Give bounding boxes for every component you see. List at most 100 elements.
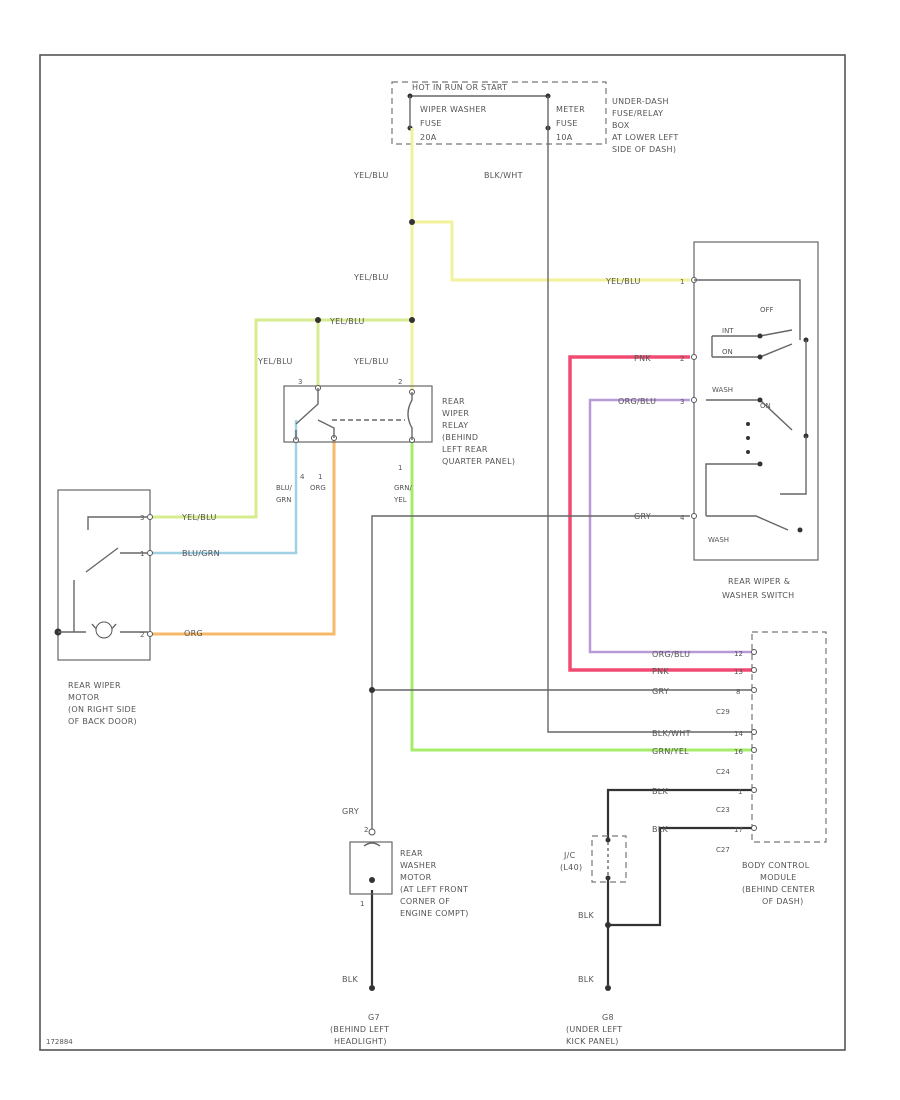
- relay-pin-a: 4: [300, 473, 305, 481]
- ground-g8-label-1: G8: [602, 1013, 614, 1022]
- bcm-pin-6: 1: [738, 788, 742, 796]
- relay-label-6: QUARTER PANEL): [442, 457, 515, 466]
- bcm-pin-1: 12: [734, 650, 743, 658]
- bcm-label-2: MODULE: [760, 873, 797, 882]
- washer-label-3: MOTOR: [400, 873, 432, 882]
- wire-yel-blu-motor: [150, 318, 412, 519]
- wire-gry: [371, 515, 690, 830]
- rear-wiper-motor: 3 1 2 REAR WIPER MOTOR (ON RIGHT SIDE OF…: [54, 489, 153, 726]
- label-yel-blu-3: YEL/BLU: [605, 277, 641, 286]
- label-bcm-blk: BLK: [652, 787, 669, 796]
- bcm-conn-c27: C27: [716, 846, 730, 854]
- bcm-pin-2: 13: [734, 668, 743, 676]
- ground-g7-label-1: G7: [368, 1013, 380, 1022]
- switch-pin-1: 1: [680, 278, 684, 286]
- motor-pin-3: 2: [140, 631, 144, 639]
- label-ground-blk-1: BLK: [342, 975, 359, 984]
- label-bcm-blk2: BLK: [652, 825, 669, 834]
- relay-label-3: RELAY: [442, 421, 469, 430]
- relay-label-1: REAR: [442, 397, 465, 406]
- switch-pos-int: INT: [722, 327, 734, 335]
- ground-g8-label-2: (UNDER LEFT: [566, 1025, 622, 1034]
- ground-g7-label-3: HEADLIGHT): [334, 1037, 387, 1046]
- diagram-id-label: 172884: [46, 1038, 73, 1046]
- motor-pin-1: 3: [140, 514, 144, 522]
- label-relay-org: ORG: [310, 484, 326, 492]
- bcm-label-1: BODY CONTROL: [742, 861, 810, 870]
- switch-pos-wash: WASH: [712, 386, 733, 394]
- wire-pnk: [568, 355, 752, 672]
- label-bcm-org-blu: ORG/BLU: [652, 650, 690, 659]
- motor-label-1: REAR WIPER: [68, 681, 121, 690]
- switch-pin-3: 3: [680, 398, 684, 406]
- label-blk-wht: BLK/WHT: [484, 171, 523, 180]
- motor-label-3: (ON RIGHT SIDE: [68, 705, 136, 714]
- switch-pin-4: 4: [680, 514, 685, 522]
- washer-label-1: REAR: [400, 849, 423, 858]
- switch-pos-on2: ON: [760, 402, 771, 410]
- fuse2-line1: METER: [556, 105, 585, 114]
- bcm-pin-5: 16: [734, 748, 743, 756]
- label-bcm-gry: GRY: [652, 687, 669, 696]
- fuse1-line1: WIPER WASHER: [420, 105, 487, 114]
- rear-wiper-washer-switch: OFF INT ON WASH ON WASH 1 2 3 4 REAR WIP…: [680, 241, 819, 600]
- motor-label-2: MOTOR: [68, 693, 100, 702]
- washer-label-4: (AT LEFT FRONT: [400, 885, 468, 894]
- switch-pos-off: OFF: [760, 306, 774, 314]
- relay-pin-b: 1: [318, 473, 322, 481]
- washer-label-2: WASHER: [400, 861, 437, 870]
- fuse-box-loc-2: FUSE/RELAY: [612, 109, 663, 118]
- label-yel-blu-5: YEL/BLU: [257, 357, 293, 366]
- label-yel-blu-2: YEL/BLU: [353, 273, 389, 282]
- label-yel-blu-motor: YEL/BLU: [181, 513, 217, 522]
- switch-pos-on: ON: [722, 348, 733, 356]
- relay-label-5: LEFT REAR: [442, 445, 488, 454]
- label-pnk: PNK: [634, 354, 651, 363]
- bcm-conn-c29: C29: [716, 708, 730, 716]
- bcm-label-3: (BEHIND CENTER: [742, 885, 815, 894]
- bcm-conn-c23: C23: [716, 806, 730, 814]
- fuse2-line2: FUSE: [556, 119, 578, 128]
- relay-label-2: WIPER: [442, 409, 469, 418]
- fuse1-line2: FUSE: [420, 119, 442, 128]
- ground-g8-label-3: KICK PANEL): [566, 1037, 619, 1046]
- label-yel-blu-6: YEL/BLU: [353, 357, 389, 366]
- motor-label-4: OF BACK DOOR): [68, 717, 137, 726]
- label-relay-yel: YEL: [393, 496, 407, 504]
- body-control-module: 12 13 8 14 16 1 17 C29 C24 C23 C27 BODY …: [716, 631, 827, 906]
- diagram-frame: [39, 54, 846, 1051]
- washer-pin-1: 1: [360, 900, 364, 908]
- label-org-blu: ORG/BLU: [618, 397, 656, 406]
- fuse1-line3: 20A: [420, 133, 437, 142]
- junction-connector: J/C (L40): [560, 835, 627, 883]
- bcm-conn-c24: C24: [716, 768, 730, 776]
- fuse-box-loc-4: AT LOWER LEFT: [612, 133, 679, 142]
- fuse-box-loc-5: SIDE OF DASH): [612, 145, 676, 154]
- label-bcm-pnk: PNK: [652, 667, 669, 676]
- wire-org-blu: [588, 398, 752, 654]
- wire-labels: YEL/BLU BLK/WHT YEL/BLU YEL/BLU YEL/BLU …: [181, 171, 691, 984]
- label-relay-blu: BLU/: [276, 484, 292, 492]
- label-relay-grn-slash: GRN/: [394, 484, 413, 492]
- label-ground-blk-2: BLK: [578, 975, 595, 984]
- switch-pos-wash2: WASH: [708, 536, 729, 544]
- washer-label-6: ENGINE COMPT): [400, 909, 469, 918]
- bcm-pin-4: 14: [734, 730, 743, 738]
- jc-label-2: (L40): [560, 863, 582, 872]
- bcm-pin-7: 17: [734, 826, 743, 834]
- label-org-motor: ORG: [184, 629, 203, 638]
- fuse-box-outline: [391, 81, 607, 145]
- bcm-label-4: OF DASH): [762, 897, 804, 906]
- rear-wiper-relay: 4 1 2 3 1 REAR WIPER RELAY (BEHIND LEFT …: [283, 378, 515, 481]
- rear-washer-motor: 2 1 REAR WASHER MOTOR (AT LEFT FRONT COR…: [349, 826, 469, 918]
- bcm-pin-3: 8: [736, 688, 740, 696]
- fuse-box: HOT IN RUN OR START WIPER WASHER FUSE 20…: [391, 81, 679, 154]
- label-gry: GRY: [634, 512, 651, 521]
- wire-yel-blu-switch: [412, 220, 690, 282]
- wire-blu-grn: [150, 420, 298, 555]
- label-bcm-blk-wht: BLK/WHT: [652, 729, 691, 738]
- washer-label-5: CORNER OF: [400, 897, 450, 906]
- ground-g8: G8 (UNDER LEFT KICK PANEL): [566, 985, 622, 1046]
- relay-pin-e: 1: [398, 464, 402, 472]
